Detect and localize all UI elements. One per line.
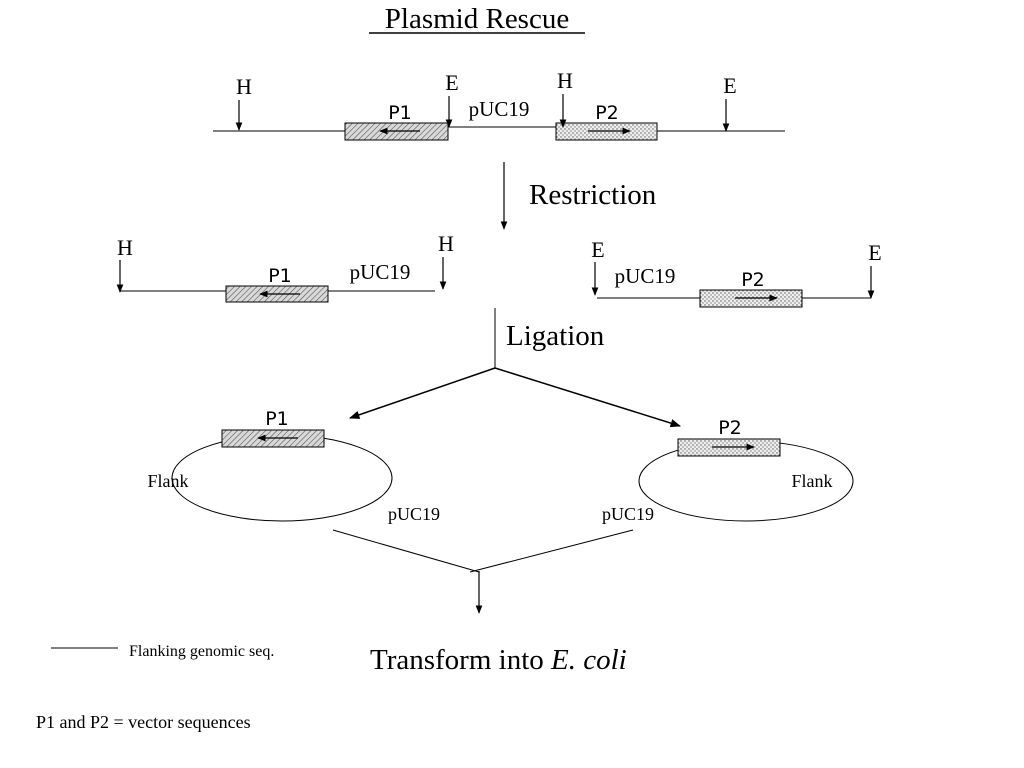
p1-label: P1 bbox=[268, 265, 292, 287]
flank-label: Flank bbox=[791, 471, 832, 491]
p1-label: P1 bbox=[388, 102, 412, 124]
hindiii-fragment: P1 pUC19 H H bbox=[116, 231, 454, 303]
puc19-label: pUC19 bbox=[388, 504, 440, 524]
p2-label: P2 bbox=[718, 417, 742, 439]
ligation-arrow-left bbox=[349, 367, 496, 419]
page-title: Plasmid Rescue bbox=[385, 3, 569, 35]
transform-text: Transform into bbox=[370, 644, 551, 676]
puc19-label: pUC19 bbox=[602, 504, 654, 524]
transform-step-label: Transform into E. coli bbox=[370, 644, 627, 676]
legend-flanking-label: Flanking genomic seq. bbox=[129, 643, 274, 660]
p2-label: P2 bbox=[595, 102, 619, 124]
plasmid-circle bbox=[171, 434, 393, 522]
converge-line-left bbox=[332, 529, 480, 573]
hindiii-site-label: H bbox=[236, 74, 252, 99]
p2-circular-plasmid: P2 Flank pUC19 bbox=[602, 417, 854, 524]
hindiii-site-label: H bbox=[438, 231, 454, 256]
p2-label: P2 bbox=[741, 269, 765, 291]
puc19-label: pUC19 bbox=[615, 264, 676, 288]
puc19-label: pUC19 bbox=[469, 97, 530, 121]
hindiii-site-label: H bbox=[557, 68, 573, 93]
ecoli-text: E. coli bbox=[550, 644, 627, 676]
ecori-site-label: E bbox=[445, 70, 458, 95]
restriction-step-label: Restriction bbox=[529, 179, 657, 211]
converge-line-right bbox=[469, 529, 634, 573]
p1-label: P1 bbox=[265, 408, 289, 430]
ligation-step-label: Ligation bbox=[506, 320, 605, 352]
ecori-fragment: P2 pUC19 E E bbox=[591, 237, 882, 308]
flank-label: Flank bbox=[147, 471, 188, 491]
ligation-arrow-right bbox=[494, 367, 682, 428]
ecori-site-label: E bbox=[591, 237, 604, 262]
ecori-site-label: E bbox=[868, 240, 881, 265]
ecori-site-label: E bbox=[723, 73, 736, 98]
puc19-label: pUC19 bbox=[350, 260, 411, 284]
hindiii-site-label: H bbox=[117, 235, 133, 260]
legend-vectors-note: P1 and P2 = vector sequences bbox=[36, 712, 251, 732]
genomic-construct: P1 P2 pUC19 H E H E bbox=[213, 68, 785, 141]
p1-circular-plasmid: P1 Flank pUC19 bbox=[147, 408, 440, 524]
